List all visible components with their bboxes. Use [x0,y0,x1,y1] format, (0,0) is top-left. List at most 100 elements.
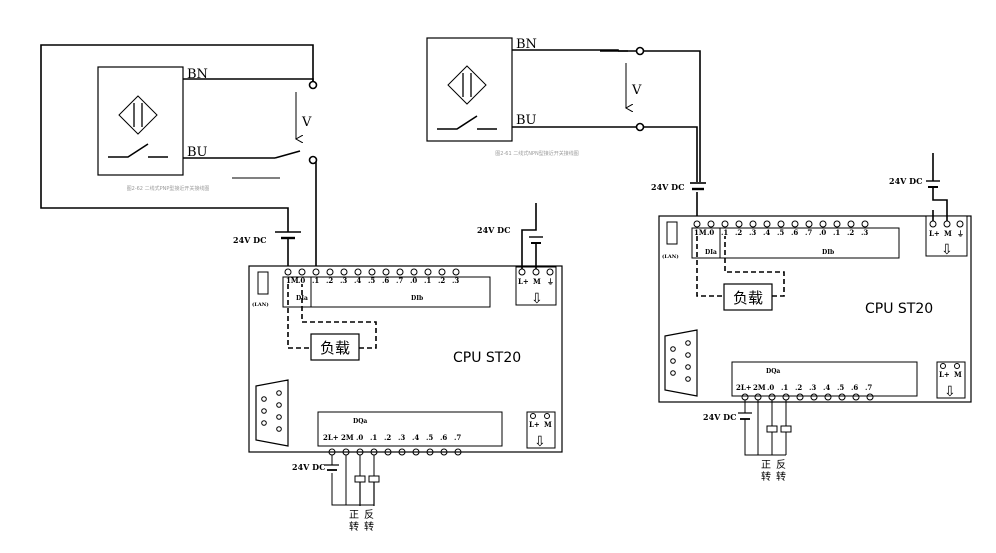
right-power-wires [932,153,948,221]
left-diagram: V BN BU 图2-62 二线式PNP型接近开关接线图 24V DC (LAN… [40,44,563,533]
di-pin: .0 [410,268,418,285]
left-dq-block [317,411,503,447]
left-supply-wire [40,44,314,232]
left-bu-terminal [308,155,318,165]
svg-text:L+: L+ [529,420,540,429]
right-lan-port-icon [666,221,678,245]
svg-text:2L+: 2L+ [323,433,339,442]
right-di-block [691,227,900,259]
svg-text:.2: .2 [847,228,854,237]
left-output-supply-label: 24V DC [292,462,325,472]
left-load-box [310,333,360,361]
dq-pin: .3 [809,383,818,401]
reverse-coil-icon [368,475,380,483]
svg-text:.5: .5 [426,433,433,442]
svg-text:.2: .2 [795,383,802,392]
svg-text:2L+: 2L+ [736,383,752,392]
svg-text:.1: .1 [721,228,728,237]
svg-text:.7: .7 [805,228,812,237]
svg-text:2M: 2M [341,433,354,442]
left-bn-label: BN [187,67,208,82]
svg-text:.1: .1 [312,276,319,285]
di-pin: 1M [284,268,299,285]
right-lan-label: (LAN) [662,253,679,260]
svg-text:.4: .4 [412,433,419,442]
left-power-supply-label: 24V DC [477,225,510,235]
left-power-top-block [515,266,557,306]
forward-coil-icon [766,425,778,433]
svg-text:.6: .6 [440,433,447,442]
left-di-block [282,276,491,308]
svg-text:.3: .3 [749,228,756,237]
right-sensor-symbol-icon [437,65,497,130]
forward-coil-icon [354,475,366,483]
svg-text:M: M [544,420,552,429]
right-cpu-label: CPU ST20 [865,301,933,317]
svg-text:.7: .7 [865,383,872,392]
svg-text:M: M [944,229,952,238]
di-pin: .2 [847,220,855,237]
left-dib-label: DIb [411,295,423,302]
dq-pin: .6 [851,383,860,401]
right-diagram: V BN BU 图2-61 二线式NPN型接近开关接线图 24V DC (LAN… [426,37,972,483]
right-dib-label: DIb [822,249,834,256]
left-output-wiring [325,455,380,506]
svg-text:.6: .6 [851,383,858,392]
right-dia-label: DIa [705,249,717,256]
left-battery-icon [275,231,301,240]
left-cpu-label: CPU ST20 [453,350,521,366]
di-pin: .2 [326,268,334,285]
right-bn-wire [512,49,701,182]
di-pin: .7 [396,268,404,285]
left-reverse-label: 反 [364,509,374,521]
svg-text:.3: .3 [398,433,405,442]
right-power-top-block [925,215,968,257]
di-pin: .3 [340,268,348,285]
left-power-wires [521,203,537,269]
svg-text:.1: .1 [424,276,431,285]
left-sensor-symbol-icon [108,95,168,158]
left-lan-port-icon [257,271,269,295]
left-sensor-box [97,66,184,176]
right-bu-wire [512,126,698,182]
di-pin: .3 [861,220,869,237]
svg-text:2M: 2M [753,383,766,392]
svg-text:.0: .0 [410,276,417,285]
svg-text:.0: .0 [819,228,826,237]
svg-text:M: M [954,370,962,379]
left-serial-port-icon [255,379,289,447]
right-load-wire [696,236,785,297]
dq-pin: .7 [454,433,462,456]
right-caption: 图2-61 二线式NPN型接近开关接线图 [495,150,578,157]
left-bu-switch [274,150,301,159]
right-load-label: 负载 [733,289,763,307]
dq-pin: .4 [412,433,420,456]
right-serial-port-icon [664,329,698,397]
di-pin: .0 [298,268,306,285]
svg-text:.6: .6 [791,228,798,237]
svg-text:.3: .3 [452,276,459,285]
di-pin: 1M [693,220,707,237]
svg-text:.5: .5 [777,228,784,237]
right-power-bottom-arrow-icon: ⇩ [944,384,956,400]
di-pin: .2 [735,220,743,237]
left-bu-label: BU [187,145,208,160]
svg-text:.5: .5 [368,276,375,285]
svg-text:L+: L+ [939,370,950,379]
dq-pin: .6 [440,433,448,456]
di-pin: .1 [721,220,729,237]
left-lan-label: (LAN) [252,301,269,308]
right-forward-label: 正 [761,460,771,471]
svg-text:.4: .4 [763,228,770,237]
di-pin: .4 [354,268,362,285]
right-bu-terminal [635,122,645,132]
di-pin: .2 [438,268,446,285]
di-pin: .7 [805,220,813,237]
right-supply-label: 24V DC [651,182,684,192]
left-caption: 图2-62 二线式PNP型接近开关接线图 [127,185,210,192]
reverse-coil-icon [780,425,792,433]
svg-text:.2: .2 [438,276,445,285]
svg-text:1M: 1M [286,276,299,285]
svg-text:.1: .1 [833,228,840,237]
di-pin: .3 [452,268,460,285]
